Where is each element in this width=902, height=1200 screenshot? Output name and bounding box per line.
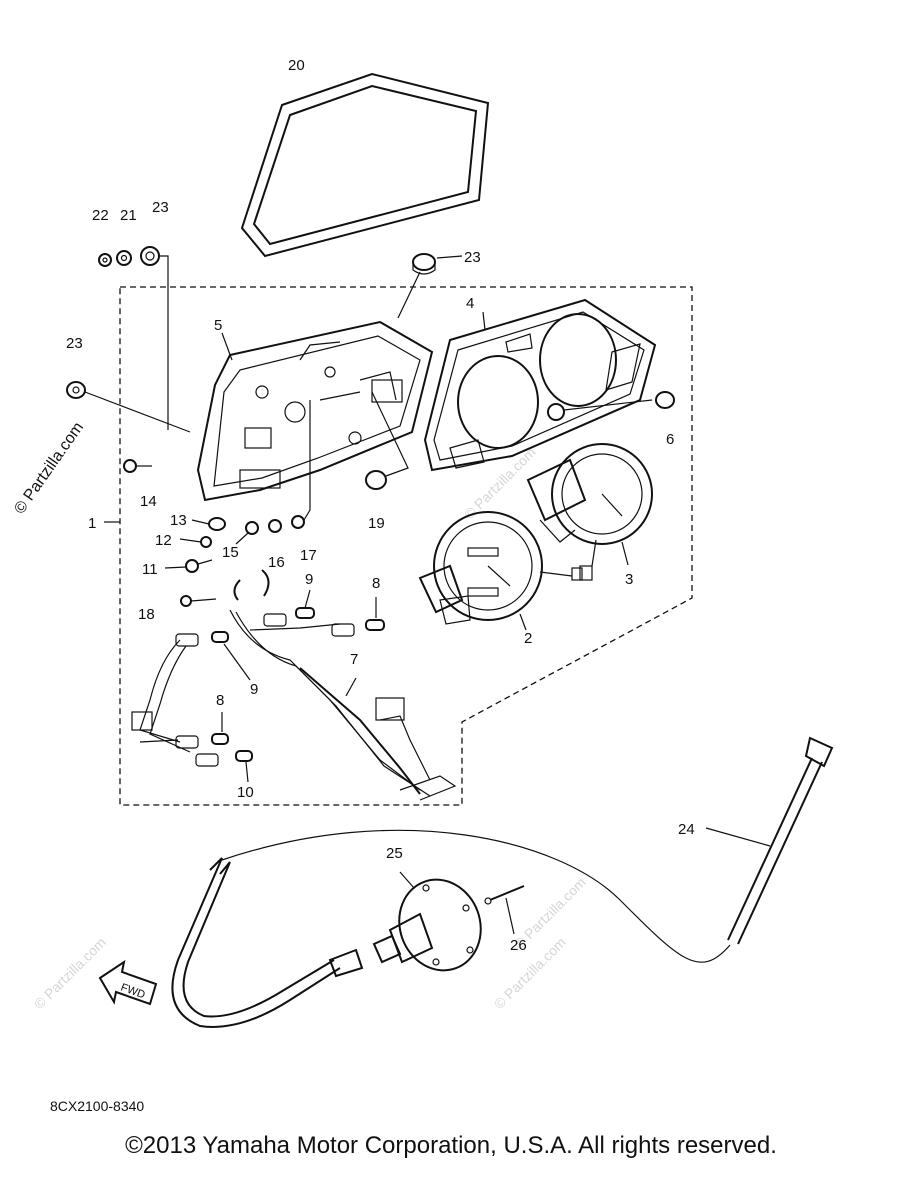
leader-26 [505,897,515,935]
leader-12 [179,538,202,543]
callout: 9 [250,681,258,698]
part-23-grommet-left [66,381,86,399]
part-14-screw [123,459,152,473]
part-9-bulb [211,631,229,643]
part-19-grommet [365,470,387,490]
callout: 8 [216,692,224,709]
leader-23 [84,391,191,433]
fwd-arrow-icon: FWD [98,959,158,1006]
part-18-screw [180,595,217,607]
leader-23 [158,255,169,430]
callout: 11 [142,561,158,578]
part-25-gear-unit [372,878,482,972]
bulb-sockets [175,613,355,767]
callout: 18 [138,606,155,623]
callout: 10 [237,784,254,801]
part-4-meter-panel [423,298,657,472]
callout: 1 [88,515,96,532]
part-23-grommet [140,246,160,266]
part-23-grommet-upper [412,253,436,275]
leader-23 [436,255,463,259]
callout: 13 [170,512,187,529]
leader-2 [519,613,527,631]
callout: 5 [214,317,222,334]
part-10-bulb [235,750,253,762]
part-5-meter-case [196,320,434,502]
part-20-bezel-gasket [240,72,490,258]
callout: 20 [288,57,305,74]
callout: 9 [305,571,313,588]
leader-19 [371,391,409,477]
leader-11 [164,566,187,569]
leader-9 [223,643,251,681]
part-9-bulb [295,607,315,619]
diagram-code: 8CX2100-8340 [50,1098,145,1114]
copyright-notice: ©2013 Yamaha Motor Corporation, U.S.A. A… [125,1132,777,1159]
callout: 22 [92,207,109,224]
callout: 25 [386,845,403,862]
leader-4 [482,311,486,331]
callout: 23 [152,199,169,216]
callout: 26 [510,937,527,954]
part-7-wire-harness [131,569,457,801]
callout: 2 [524,630,532,647]
leader-17 [303,400,311,521]
callout: 8 [372,575,380,592]
callout: 12 [155,532,172,549]
callout: 24 [678,821,695,838]
callout: 23 [464,249,481,266]
leader-13 [191,519,210,525]
part-24-speedometer-cable [171,736,834,1028]
callout: 3 [625,571,633,588]
watermark: © Partzilla.com [491,934,569,1012]
callout: 23 [66,335,83,352]
callout: 6 [666,431,674,448]
callout: 4 [466,295,474,312]
leader-5 [221,332,233,361]
callout: 21 [120,207,137,224]
part-11-screw [185,559,213,573]
part-26-pin [484,885,525,905]
part-12-nut [200,536,212,548]
watermark-side: © Partzilla.com [11,419,87,517]
callout: 7 [350,651,358,668]
part-16-washer [268,519,282,533]
part-3-gauge [526,443,653,581]
part-2-speedometer [418,511,583,625]
callout: 17 [300,547,317,564]
callout: 15 [222,544,239,561]
leader-3 [621,541,629,566]
watermark: © Partzilla.com [31,934,109,1012]
part-17-washer [291,515,305,529]
leader-24 [705,827,771,847]
leader-6 [563,399,653,411]
part-21-washer [116,250,132,266]
callout-labels: 1 2 3 4 5 6 7 8 8 9 9 10 11 12 13 14 15 … [66,57,695,954]
part-13-washer [208,517,226,531]
part-8-bulb [365,619,385,631]
leader-7 [345,677,357,697]
leader-23 [397,271,421,319]
assembly-1-boundary [119,286,693,806]
callout: 14 [140,493,157,510]
part-8-bulb [211,733,229,745]
leader-10 [245,761,249,783]
watermark: © Partzilla.com [461,444,539,522]
leader-9 [304,589,311,609]
part-15-washer [245,521,259,535]
callout: 19 [368,515,385,532]
callout: 16 [268,554,285,571]
leader-25 [399,871,415,889]
part-22-nut [98,253,112,267]
leader-15 [235,532,249,545]
part-6-cap [655,391,675,409]
